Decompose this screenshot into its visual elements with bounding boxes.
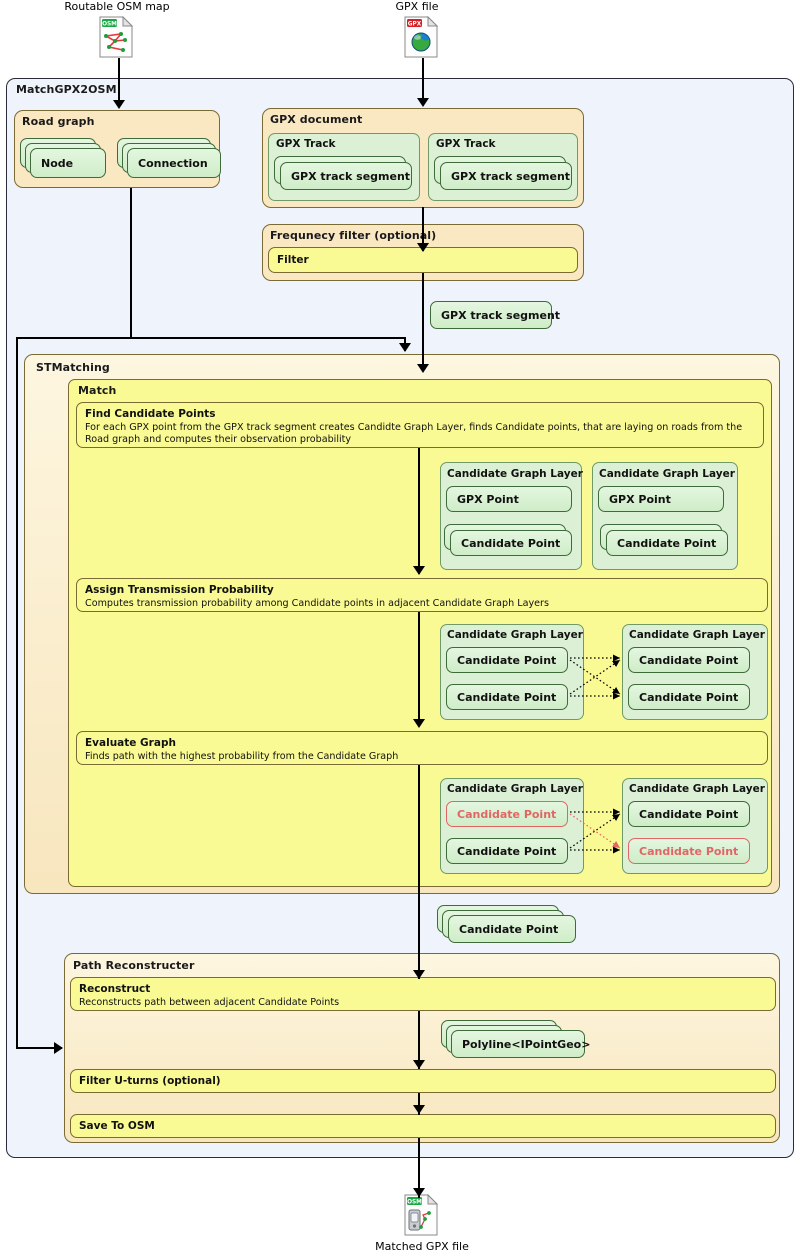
osm-file-icon: OSM — [99, 15, 134, 58]
svg-text:GPX: GPX — [408, 22, 422, 28]
class-evaluate-point-1a-highlighted[interactable]: Candidate Point — [446, 801, 568, 827]
group-evaluate-layer-1-title: Candidate Graph Layer — [447, 783, 583, 795]
step-find-candidate-points-title: Find Candidate Points — [85, 408, 216, 420]
svg-text:OSM: OSM — [102, 22, 117, 28]
step-find-candidate-points-desc: For each GPX point from the GPX track se… — [85, 422, 743, 446]
matched-gpx-file-label: Matched GPX file — [375, 1240, 469, 1253]
arrowhead-document-to-filter — [417, 243, 429, 252]
package-match-title: Match — [78, 384, 117, 397]
class-gpx-track-segment-2[interactable]: GPX track segment — [440, 162, 572, 190]
group-transmission-layer-2-title: Candidate Graph Layer — [629, 629, 765, 641]
connector-save-to-output — [418, 1138, 420, 1198]
package-matchgpx2osm-title: MatchGPX2OSM — [16, 83, 117, 96]
step-assign-transmission-probability[interactable]: Assign Transmission Probability Computes… — [76, 578, 768, 612]
connector-match-to-reconstructer — [418, 765, 420, 979]
step-save-to-osm[interactable]: Save To OSM — [70, 1114, 776, 1138]
artifact-polyline[interactable]: Polyline<IPointGeo> — [451, 1030, 590, 1058]
class-gpx-track-segment-1[interactable]: GPX track segment — [280, 162, 412, 190]
arrowhead-step2-to-step3 — [413, 719, 425, 728]
connector-step2-to-step3 — [418, 612, 420, 726]
step-assign-transmission-probability-title: Assign Transmission Probability — [85, 584, 274, 596]
artifact-candidate-point[interactable]: Candidate Point — [448, 915, 576, 943]
step-reconstruct-title: Reconstruct — [79, 983, 151, 995]
step-evaluate-graph-desc: Finds path with the highest probability … — [85, 751, 399, 762]
matched-gpx-file-icon: OSM — [404, 1193, 439, 1236]
class-gpx-point-1[interactable]: GPX Point — [446, 486, 572, 512]
arrowhead-match-to-reconstructer — [413, 970, 425, 979]
class-node[interactable]: Node — [30, 148, 106, 178]
class-connection[interactable]: Connection — [127, 148, 221, 178]
step-reconstruct[interactable]: Reconstruct Reconstructs path between ad… — [70, 977, 776, 1011]
package-road-graph-title: Road graph — [22, 115, 95, 128]
svg-text:OSM: OSM — [407, 1200, 422, 1206]
class-transmission-point-1a[interactable]: Candidate Point — [446, 647, 568, 673]
connector-leftrail-top — [16, 337, 132, 339]
class-evaluate-point-2a[interactable]: Candidate Point — [628, 801, 750, 827]
class-candidate-point-2[interactable]: Candidate Point — [606, 530, 728, 556]
group-gpx-track-1-title: GPX Track — [276, 138, 336, 150]
package-frequency-filter-title: Frequnecy filter (optional) — [270, 229, 437, 242]
arrowhead-filter-to-stmatching — [417, 364, 429, 373]
connector-leftrail-into-reconstructer — [16, 1047, 62, 1049]
gpx-file-label: GPX file — [395, 0, 439, 13]
class-evaluate-point-1b[interactable]: Candidate Point — [446, 838, 568, 864]
group-find-candidate-layer-2-title: Candidate Graph Layer — [599, 468, 735, 480]
class-gpx-point-2[interactable]: GPX Point — [598, 486, 724, 512]
arrowhead-osm-to-roadgraph — [113, 100, 125, 109]
step-assign-transmission-probability-desc: Computes transmission probability among … — [85, 598, 549, 609]
connector-osm-to-roadgraph — [118, 58, 120, 106]
package-path-reconstructer-title: Path Reconstructer — [73, 959, 195, 972]
group-find-candidate-layer-1-title: Candidate Graph Layer — [447, 468, 583, 480]
arrowhead-gpx-to-document — [417, 98, 429, 107]
osm-map-label: Routable OSM map — [64, 0, 170, 13]
class-evaluate-point-2b-highlighted[interactable]: Candidate Point — [628, 838, 750, 864]
arrowhead-leftrail-into-reconstructer — [54, 1042, 63, 1054]
step-filter-uturns[interactable]: Filter U-turns (optional) — [70, 1069, 776, 1093]
package-gpx-document-title: GPX document — [270, 113, 363, 126]
group-gpx-track-2-title: GPX Track — [436, 138, 496, 150]
arrowhead-step1-to-step2 — [413, 566, 425, 575]
step-reconstruct-desc: Reconstructs path between adjacent Candi… — [79, 997, 340, 1008]
group-transmission-layer-1-title: Candidate Graph Layer — [447, 629, 583, 641]
connector-filter-to-stmatching — [422, 273, 424, 371]
arrowhead-save-to-output — [413, 1188, 425, 1197]
gpx-file-icon: GPX — [404, 15, 439, 58]
connector-filter-uturns-to-save — [418, 1093, 420, 1115]
connector-reconstruct-to-filter-uturns — [418, 1011, 420, 1069]
arrowhead-reconstruct-to-filter-uturns — [413, 1060, 425, 1069]
arrowhead-filter-uturns-to-save — [413, 1105, 425, 1114]
connector-gpx-to-document — [422, 58, 424, 104]
package-stmatching-title: STMatching — [36, 361, 110, 374]
connector-roadgraph-right — [130, 337, 406, 339]
class-candidate-point-1[interactable]: Candidate Point — [450, 530, 572, 556]
class-transmission-point-2a[interactable]: Candidate Point — [628, 647, 750, 673]
artifact-gpx-track-segment[interactable]: GPX track segment — [430, 301, 560, 329]
arrowhead-roadgraph-into-stmatching — [399, 343, 411, 352]
class-transmission-point-2b[interactable]: Candidate Point — [628, 684, 750, 710]
group-evaluate-layer-2-title: Candidate Graph Layer — [629, 783, 765, 795]
step-evaluate-graph-title: Evaluate Graph — [85, 737, 176, 749]
connector-leftrail-down — [16, 337, 18, 1049]
connector-document-to-filter — [422, 207, 424, 251]
connector-step1-to-step2 — [418, 448, 420, 574]
step-find-candidate-points[interactable]: Find Candidate Points For each GPX point… — [76, 402, 764, 448]
class-transmission-point-1b[interactable]: Candidate Point — [446, 684, 568, 710]
connector-roadgraph-down — [130, 188, 132, 338]
step-evaluate-graph[interactable]: Evaluate Graph Finds path with the highe… — [76, 731, 768, 765]
